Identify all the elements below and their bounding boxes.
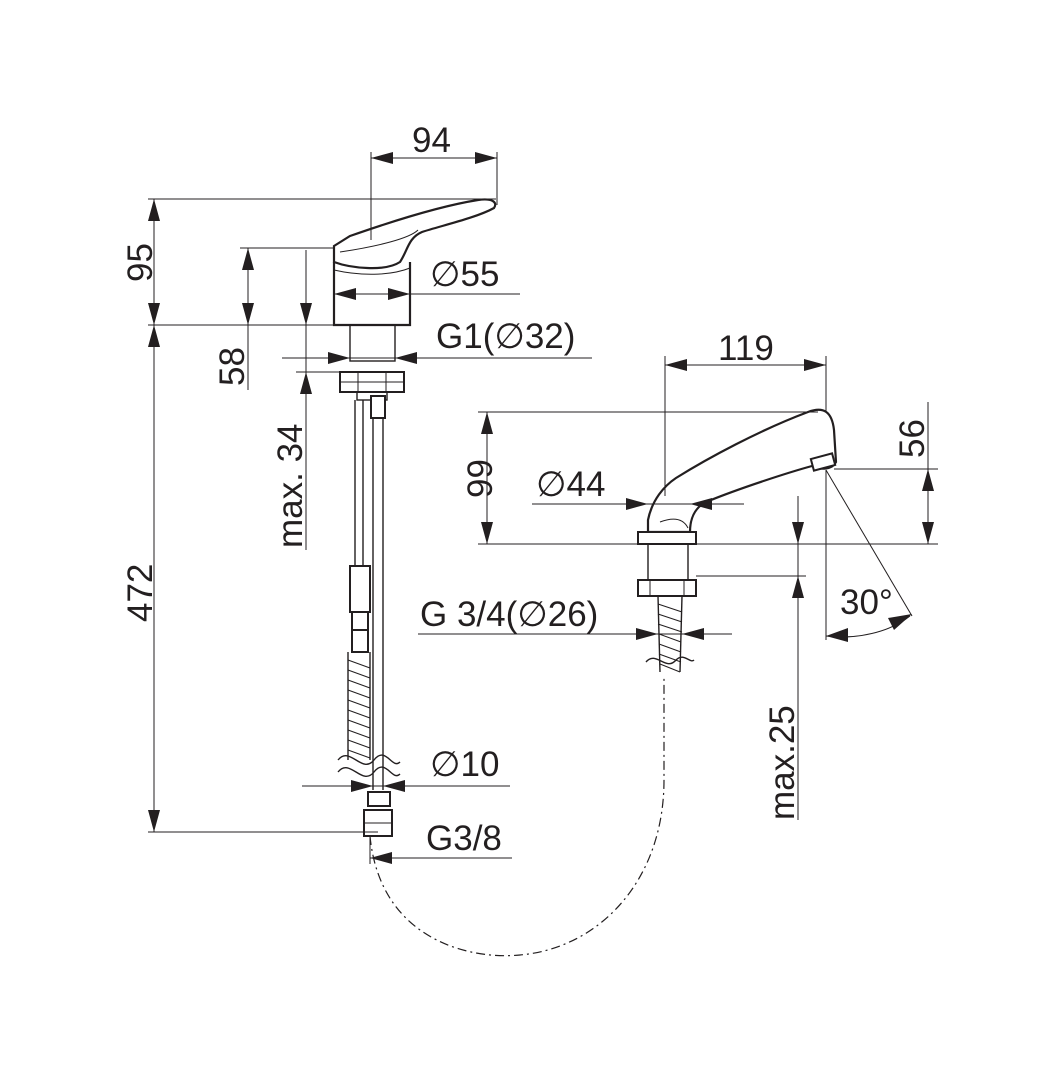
braided-hose [347, 652, 371, 760]
dim-g1-label: G1(∅32) [436, 317, 575, 356]
dim-94-label: 94 [412, 121, 451, 160]
dimension-lines [148, 152, 938, 864]
dim-56-label: 56 [893, 419, 932, 458]
spout [646, 408, 838, 534]
dim-58-label: 58 [213, 347, 252, 386]
dim-max25-label: max.25 [763, 705, 802, 820]
dim-55-label: ∅55 [430, 255, 499, 294]
dimension-labels: 94 95 ∅55 G1(∅32) 58 max. 34 472 ∅10 G3/… [121, 121, 932, 858]
dim-44-label: ∅44 [536, 465, 605, 504]
dim-g38-label: G3/8 [426, 819, 502, 858]
dim-g34-label: G 3/4(∅26) [420, 595, 598, 634]
dim-30deg-label: 30° [840, 583, 893, 622]
dim-95-label: 95 [121, 243, 160, 282]
spout-side-view [637, 408, 838, 673]
dim-99-label: 99 [461, 459, 500, 498]
mixer-side-view [332, 198, 497, 837]
hose-path-line [369, 676, 665, 957]
lever-handle [332, 198, 497, 270]
g38-connector [367, 791, 391, 807]
dim-max34-label: max. 34 [271, 424, 310, 549]
spout-base [637, 531, 697, 545]
hose-fitting [349, 565, 371, 613]
dim-119-label: 119 [718, 329, 774, 368]
dim-10-label: ∅10 [430, 745, 499, 784]
spray-outlet [809, 452, 837, 472]
dim-472-label: 472 [121, 564, 160, 622]
